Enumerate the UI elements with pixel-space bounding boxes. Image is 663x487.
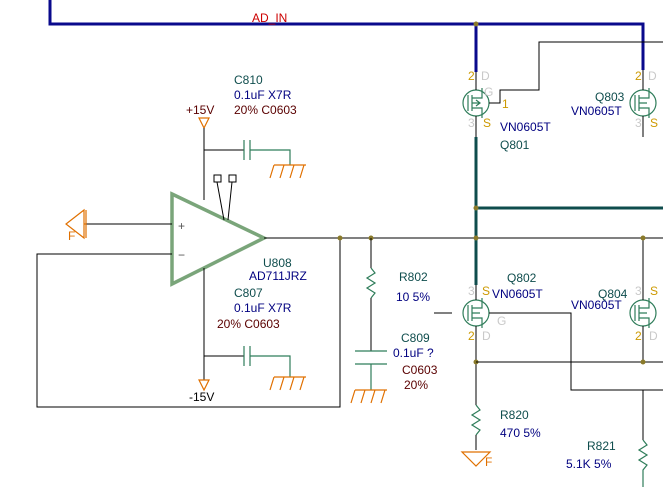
q802-pin-3: 3 [468, 284, 475, 298]
r820-resistor[interactable]: F R820 470 5% [460, 404, 541, 469]
q801-pin-g: G [484, 85, 493, 99]
q804-gate-wire [530, 312, 663, 391]
r820-value: 470 5% [500, 426, 541, 440]
c809-pkg: C0603 [402, 363, 438, 377]
q801-pin-d: D [481, 69, 490, 83]
c810-tol: 20% C0603 [234, 103, 297, 117]
r802-ref: R802 [399, 270, 428, 284]
q803-symbol [634, 88, 650, 118]
c807-value: 0.1uF X7R [234, 301, 292, 315]
q803-pin-3: 3 [635, 116, 642, 130]
u808-ref: U808 [263, 256, 292, 270]
q803-pin-d: D [648, 69, 657, 83]
offset-leads [216, 181, 233, 221]
q802-pin-d: D [482, 329, 491, 343]
q801-ref: Q801 [500, 138, 530, 152]
q803-pin-2: 2 [635, 69, 642, 83]
offset-pin-1 [213, 174, 222, 183]
q804-pin-d: D [649, 329, 658, 343]
q804-part: VN0605T [571, 298, 622, 312]
q804-pin-2: 2 [635, 329, 642, 343]
neg-rail-label: -15V [189, 390, 214, 404]
q802-ref: Q802 [507, 271, 537, 285]
q801-mosfet[interactable]: 2 D G 1 3 S VN0605T Q801 [462, 41, 663, 152]
q801-pin-1: 1 [502, 97, 509, 111]
q802-part: VN0605T [492, 287, 543, 301]
q801-pin-2: 2 [468, 69, 475, 83]
q801-part: VN0605T [500, 120, 551, 134]
q804-symbol [634, 298, 650, 328]
c809-ref: C809 [401, 331, 430, 345]
offset-pin-2 [228, 174, 237, 183]
r820-ref: R820 [500, 408, 529, 422]
q804-pin-3: 3 [635, 284, 642, 298]
ground-mark: F [485, 455, 492, 469]
q802-pin-s: S [482, 284, 490, 298]
c810-value: 0.1uF X7R [234, 88, 292, 102]
q804-pin-s: S [650, 284, 658, 298]
opamp-minus-sign: − [178, 248, 185, 262]
r821-ref: R821 [587, 439, 616, 453]
c807-tol: 20% C0603 [217, 317, 280, 331]
q802-pin-g: G [497, 314, 506, 328]
feedback-loop [36, 238, 341, 408]
q804-ref: Q804 [598, 287, 628, 301]
q801-gate-wire [489, 41, 663, 104]
q803-part: VN0605T [571, 104, 622, 118]
r802-resistor[interactable]: R802 10 5% [365, 238, 430, 351]
junction-dot [473, 21, 479, 27]
q804-mosfet[interactable]: Q804 VN0605T 3 S 2 D [530, 235, 663, 391]
q803-mosfet[interactable]: Q803 VN0605T 2 D 3 S [571, 69, 658, 137]
junction-dot [640, 359, 646, 365]
pos-rail-label: +15V [186, 103, 214, 117]
junction-dot [640, 235, 646, 241]
opamp-plus-sign: + [178, 219, 185, 233]
ground-mark: F [68, 229, 75, 243]
q802-pin-2: 2 [468, 329, 475, 343]
q801-pin-s: S [483, 116, 491, 130]
c807-capacitor[interactable]: C807 0.1uF X7R 20% C0603 [217, 286, 306, 391]
c809-value: 0.1uF ? [393, 346, 434, 360]
source-bus[interactable] [474, 137, 663, 285]
q803-ref: Q803 [595, 90, 625, 104]
junction-dot [337, 235, 343, 241]
opamp-triangle [170, 191, 268, 287]
q802-symbol [467, 298, 483, 328]
junction-dot [473, 205, 479, 211]
r821-value: 5.1K 5% [566, 457, 612, 471]
junction-dot [473, 235, 479, 241]
c809-tol: 20% [404, 378, 428, 392]
c807-ref: C807 [234, 286, 263, 300]
c810-capacitor[interactable]: C810 0.1uF X7R 20% C0603 [234, 73, 306, 179]
u808-opamp[interactable]: + − U808 AD711JRZ [170, 174, 307, 287]
neg-supply: -15V [189, 268, 244, 404]
q801-symbol [467, 88, 483, 118]
ad-in-net-label: AD_IN [252, 11, 287, 25]
u808-part: AD711JRZ [249, 269, 307, 283]
ad-in-bus[interactable] [48, 0, 645, 70]
q802-mosfet[interactable]: Q802 VN0605T 3 S G 2 D [462, 271, 543, 405]
q801-pin-3: 3 [468, 116, 475, 130]
q803-pin-s: S [650, 116, 658, 130]
c810-ref: C810 [234, 73, 263, 87]
pos-supply: +15V [186, 103, 244, 200]
r821-resistor[interactable]: R821 5.1K 5% [566, 390, 649, 487]
signal-ground-symbol: F [65, 208, 87, 243]
c809-capacitor[interactable]: C809 0.1uF ? C0603 20% [350, 331, 438, 404]
r802-value: 10 5% [396, 290, 430, 304]
